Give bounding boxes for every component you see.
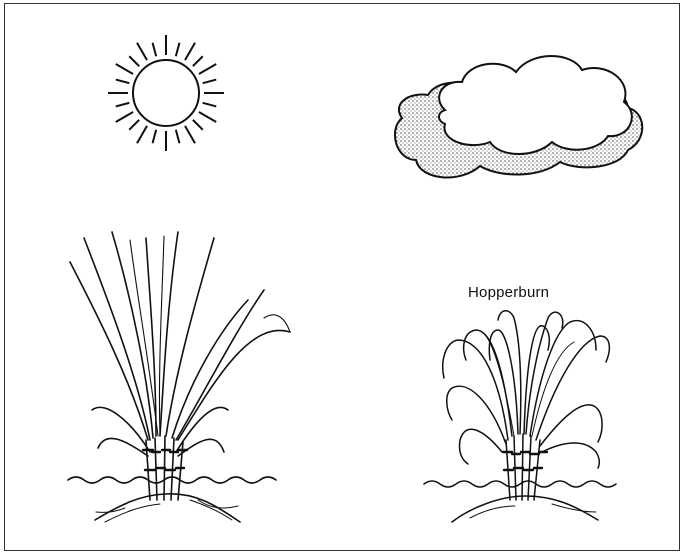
healthy-plant xyxy=(68,232,290,522)
sun-ray xyxy=(193,120,203,130)
sun-ray xyxy=(185,126,195,143)
sun-icon xyxy=(108,35,224,151)
sun-ray xyxy=(137,126,147,143)
sun-ray xyxy=(129,120,139,130)
sun-ray xyxy=(116,64,133,74)
hopperburned-plant xyxy=(424,311,616,522)
sun-ray xyxy=(116,112,133,122)
sun-ray xyxy=(176,43,180,57)
sun-ray xyxy=(199,64,216,74)
sun-ray xyxy=(116,103,130,107)
sun-ray xyxy=(137,43,147,60)
sun-ray xyxy=(153,130,157,144)
sun-ray xyxy=(193,56,203,66)
sun-ray xyxy=(116,80,130,84)
cloud-icon xyxy=(395,56,642,177)
sun-ray xyxy=(129,56,139,66)
hopperburn-label: Hopperburn xyxy=(468,284,549,301)
sun-ray xyxy=(153,43,157,57)
sun-ray xyxy=(199,112,216,122)
sun-ray xyxy=(176,130,180,144)
sun-ray xyxy=(203,103,217,107)
sun-ray xyxy=(185,43,195,60)
sun-ray xyxy=(203,80,217,84)
